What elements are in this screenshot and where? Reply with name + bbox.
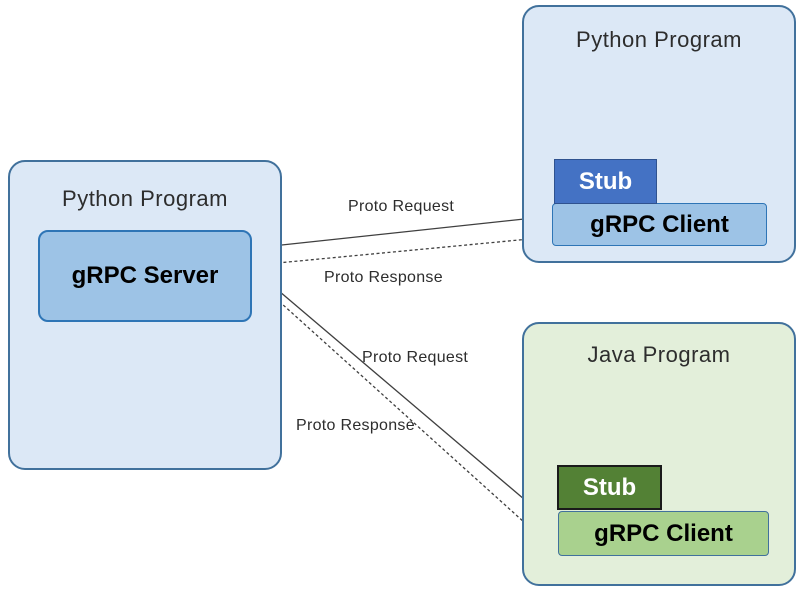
arrow-proto-request-python [262, 216, 544, 251]
label-proto-request-java: Proto Request [362, 349, 469, 366]
python-grpc-client-label: gRPC Client [590, 210, 729, 238]
java-grpc-client-label: gRPC Client [594, 519, 733, 547]
python-stub-box: Stub [554, 159, 657, 204]
java-grpc-client-box: gRPC Client [558, 511, 769, 556]
arrow-proto-response-python [266, 234, 541, 265]
label-proto-response-java: Proto Response [296, 417, 415, 434]
python-client-program-title: Python Program [576, 27, 742, 52]
python-grpc-client-box: gRPC Client [552, 203, 767, 246]
java-client-program-title: Java Program [587, 342, 731, 367]
label-proto-response-python: Proto Response [324, 269, 443, 286]
arrow-proto-request-java [265, 279, 552, 523]
grpc-server-box: gRPC Server [38, 230, 252, 322]
java-stub-label: Stub [582, 473, 637, 501]
python-stub-label: Stub [578, 167, 633, 195]
grpc-server-label: gRPC Server [71, 262, 219, 289]
server-program-title: Python Program [62, 186, 228, 211]
java-stub-box: Stub [557, 465, 662, 510]
label-proto-request-python: Proto Request [348, 198, 455, 215]
